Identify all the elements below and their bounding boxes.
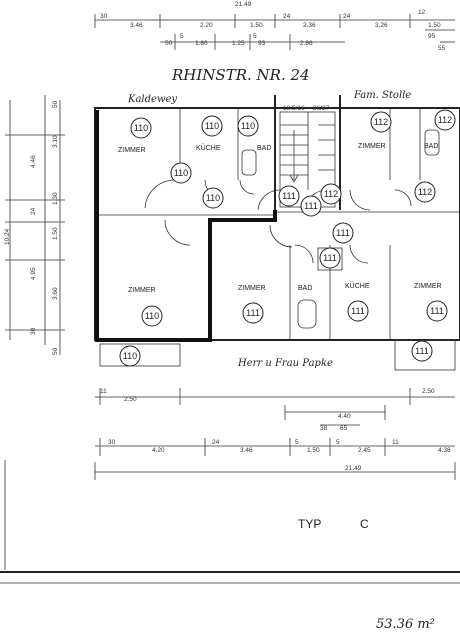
unit-number: 111 xyxy=(415,346,429,356)
top-dim-8: 1.50 xyxy=(428,22,441,29)
bathtub-110 xyxy=(241,149,257,176)
room-label-kueche: KÜCHE xyxy=(345,282,370,290)
bottom-dim-2: 4.40 xyxy=(338,413,351,420)
bottom-dim-6: 30 xyxy=(108,439,116,446)
bottom-dim-5: 65 xyxy=(340,425,348,432)
left-dim-4: 1.30 xyxy=(52,192,59,205)
top-sub-dim-4: 5 xyxy=(253,33,257,40)
top-dim-4: 24 xyxy=(283,13,291,20)
bottom-dimension-chain: 11 2.50 4.40 2.50 38 65 30 4.20 24 3.46 … xyxy=(94,388,456,480)
top-sub-dim-0: 5 xyxy=(180,33,184,40)
balcony-110 xyxy=(99,343,181,367)
type-value: C xyxy=(360,517,369,531)
unit-markers: 110 110 110 110 110 110 110 112 112 112 … xyxy=(119,109,456,367)
unit-number: 111 xyxy=(336,228,350,238)
left-dim-1: 3.10 xyxy=(52,135,59,148)
bathtub-111 xyxy=(297,299,317,329)
balcony-111 xyxy=(394,339,456,371)
left-dim-0: 50 xyxy=(52,100,59,108)
unit-number: 110 xyxy=(206,193,220,203)
top-sub-dim-3: 1.25 xyxy=(232,40,245,47)
bottom-dim-10: 5 xyxy=(295,439,299,446)
top-sub-dim-1: 50 xyxy=(165,40,173,47)
left-dim-5: 10.24 xyxy=(4,228,11,245)
room-label-bad: BAD xyxy=(298,285,312,292)
top-sub-dim-6: 93 xyxy=(258,40,266,47)
stair-count-label: 26/27 xyxy=(313,105,330,112)
top-dim-5: 2.36 xyxy=(303,22,316,29)
unit-number: 112 xyxy=(418,187,432,197)
top-dim-3: 1.50 xyxy=(250,22,263,29)
bottom-dim-11: 1.50 xyxy=(307,447,320,454)
top-sub-dim-8: 95 xyxy=(428,33,436,40)
area-label: 53.36 m² xyxy=(376,617,435,632)
unit-number: 110 xyxy=(145,311,159,321)
top-sub-dim-2: 1.80 xyxy=(195,40,208,47)
left-dim-8: 4.95 xyxy=(30,267,37,280)
bottom-dim-14: 11 xyxy=(392,439,399,446)
unit-number: 110 xyxy=(134,123,148,133)
room-label-bad: BAD xyxy=(424,143,438,150)
room-label-zimmer: ZIMMER xyxy=(358,143,386,150)
top-dim-6: 24 xyxy=(343,13,351,20)
unit-number: 111 xyxy=(430,306,444,316)
left-dim-10: 50 xyxy=(52,347,59,355)
top-total-dimension: 21.49 xyxy=(235,1,252,8)
unit-number: 110 xyxy=(205,121,219,131)
unit-110-boundary xyxy=(95,110,277,342)
unit-number: 110 xyxy=(241,121,255,131)
top-dimension-chain: 21.49 30 3.46 2.20 1.50 24 2.36 24 3.26 … xyxy=(94,1,455,52)
room-label-zimmer: ZIMMER xyxy=(414,283,442,290)
top-sub-dim-5: 2.86 xyxy=(300,40,313,47)
door-swings xyxy=(144,179,412,264)
resident-name-papke: Herr u Frau Papke xyxy=(237,358,333,369)
resident-name-stolle: Fam. Stolle xyxy=(353,90,411,101)
bottom-dim-9: 3.46 xyxy=(240,447,253,454)
left-dim-6: 1.50 xyxy=(52,227,59,240)
stair-rise-label: 18.5/16 xyxy=(283,105,305,112)
bottom-dim-3: 2.50 xyxy=(422,388,435,395)
unit-number: 111 xyxy=(304,201,318,211)
top-dim-7: 3.26 xyxy=(375,22,388,29)
left-dim-7: 3.60 xyxy=(52,287,59,300)
room-label-zimmer: ZIMMER xyxy=(118,147,146,154)
street-title: RHINSTR. NR. 24 xyxy=(171,66,310,84)
type-label: TYP xyxy=(298,517,321,531)
bottom-dim-15: 4.38 xyxy=(438,447,451,454)
room-label-bad: BAD xyxy=(257,145,271,152)
unit-number: 111 xyxy=(282,191,296,201)
top-dim-1: 3.46 xyxy=(130,22,143,29)
top-sub-dim-9: 55 xyxy=(438,45,446,52)
left-dim-2: 4.46 xyxy=(30,155,37,168)
bathtub-112 xyxy=(424,129,440,156)
bottom-dim-12: 5 xyxy=(336,439,340,446)
unit-number: 112 xyxy=(324,189,338,199)
top-sub-dim-7: 12 xyxy=(418,9,426,16)
unit-number: 111 xyxy=(351,306,365,316)
resident-name-kaldewey: Kaldewey xyxy=(127,94,177,105)
bottom-dim-1: 2.50 xyxy=(124,396,137,403)
unit-number: 111 xyxy=(246,308,260,318)
bottom-dim-4: 38 xyxy=(320,425,328,432)
unit-number: 111 xyxy=(323,253,337,263)
bottom-dim-0: 11 xyxy=(100,388,107,395)
left-dimension-chain: 50 3.10 4.46 24 1.30 10.24 1.50 3.60 4.9… xyxy=(4,95,65,355)
top-dim-2: 2.20 xyxy=(200,22,213,29)
unit-number: 112 xyxy=(438,115,452,125)
bottom-dim-13: 2.45 xyxy=(358,447,371,454)
left-dim-3: 24 xyxy=(30,207,37,215)
bottom-dim-8: 24 xyxy=(212,439,220,446)
room-label-zimmer: ZIMMER xyxy=(238,285,266,292)
bottom-dim-7: 4.20 xyxy=(152,447,165,454)
room-label-zimmer: ZIMMER xyxy=(128,287,156,294)
unit-number: 112 xyxy=(374,117,388,127)
bottom-total-dimension: 21.49 xyxy=(345,465,362,472)
unit-number: 110 xyxy=(123,351,137,361)
unit-number: 110 xyxy=(174,168,188,178)
room-label-kueche: KÜCHE xyxy=(196,144,221,152)
left-dim-9: 30 xyxy=(30,327,37,335)
top-dim-0: 30 xyxy=(100,13,108,20)
